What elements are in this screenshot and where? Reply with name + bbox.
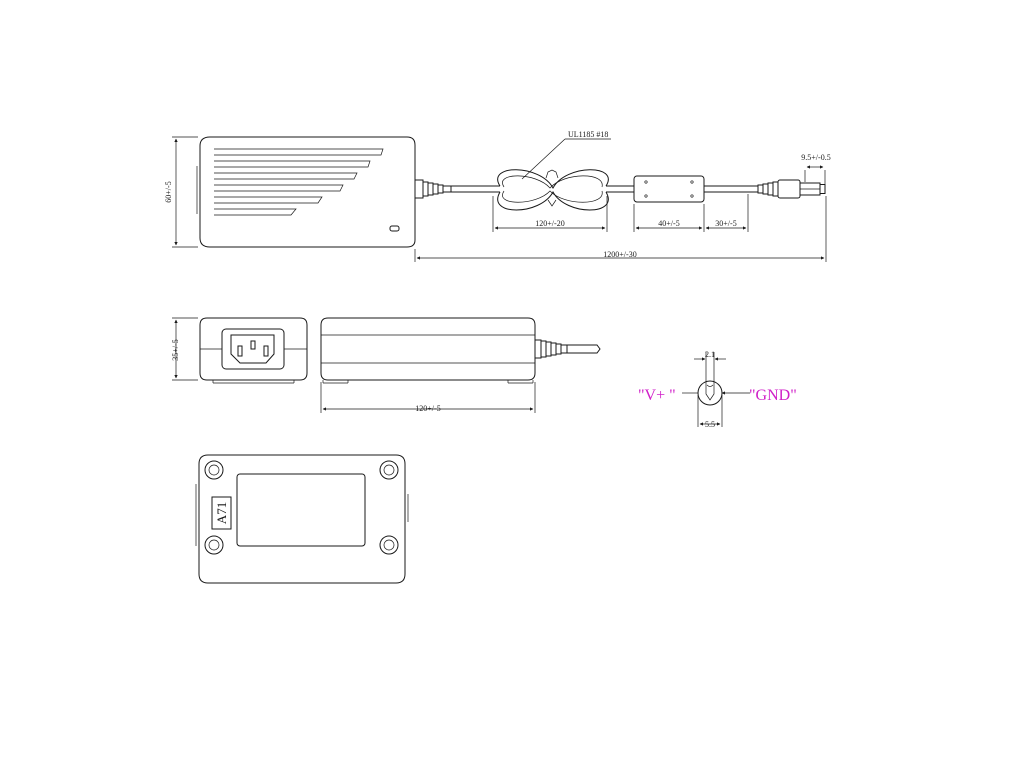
polarity-ground-text: "GND" — [749, 387, 797, 404]
vent-slots — [214, 148, 384, 216]
dim-pin-outer-text: 5.5 — [705, 420, 715, 429]
rating-label-area — [236, 473, 366, 547]
dim-pin-inner-text: 2.1 — [705, 350, 715, 359]
dim-ferrite-length-text: 40+/-5 — [658, 219, 679, 228]
bottom-view: A71 — [195, 454, 409, 584]
dim-adapter-height-text: 60+/-5 — [164, 181, 173, 202]
dim-loop-length: 120+/-20 — [492, 196, 608, 232]
model-tag-text: A71 — [214, 502, 229, 524]
plug-outer-circle — [697, 380, 723, 406]
dim-adapter-length: 120+/-5 — [320, 382, 536, 413]
ferrite-core — [633, 175, 705, 203]
cable-loop — [497, 169, 609, 211]
side-view: 120+/-5 — [320, 317, 601, 413]
dim-cable-total-text: 1200+/-30 — [603, 250, 636, 259]
dim-ferrite-to-plug: 30+/-5 — [705, 194, 749, 232]
dim-adapter-height: 60+/-5 — [164, 136, 198, 248]
dc-plug — [757, 179, 826, 199]
cable-label-callout: UL1185 #18 — [521, 130, 611, 180]
model-tag: A71 — [211, 496, 232, 530]
dim-loop-length-text: 120+/-20 — [535, 219, 564, 228]
polarity-diagram: 2.1 5.5 "V+ " "GND" — [638, 350, 797, 429]
dim-plug-tip-text: 9.5+/-0.5 — [801, 153, 830, 162]
rubber-feet — [204, 460, 399, 555]
top-view: 60+/-5 UL1185 #18 120+/-20 40+/-5 30+/-5 — [164, 130, 831, 262]
polarity-positive-text: "V+ " — [638, 387, 676, 404]
dim-plug-tip: 9.5+/-0.5 — [801, 153, 831, 184]
dim-ferrite-to-plug-text: 30+/-5 — [715, 219, 736, 228]
end-view: 35+/-5 — [171, 317, 308, 384]
dim-adapter-thickness: 35+/-5 — [171, 317, 198, 381]
dim-adapter-length-text: 120+/-5 — [415, 404, 440, 413]
adapter-body-top — [199, 136, 416, 248]
led-indicator — [389, 225, 400, 232]
dim-cable-total: 1200+/-30 — [414, 196, 827, 262]
cable-label-text: UL1185 #18 — [568, 130, 608, 139]
ac-inlet-iec-c14 — [221, 328, 285, 370]
dim-adapter-thickness-text: 35+/-5 — [171, 339, 180, 360]
strain-relief-adapter — [414, 179, 452, 199]
dim-ferrite-length: 40+/-5 — [633, 204, 705, 232]
strain-relief-side — [534, 339, 601, 359]
